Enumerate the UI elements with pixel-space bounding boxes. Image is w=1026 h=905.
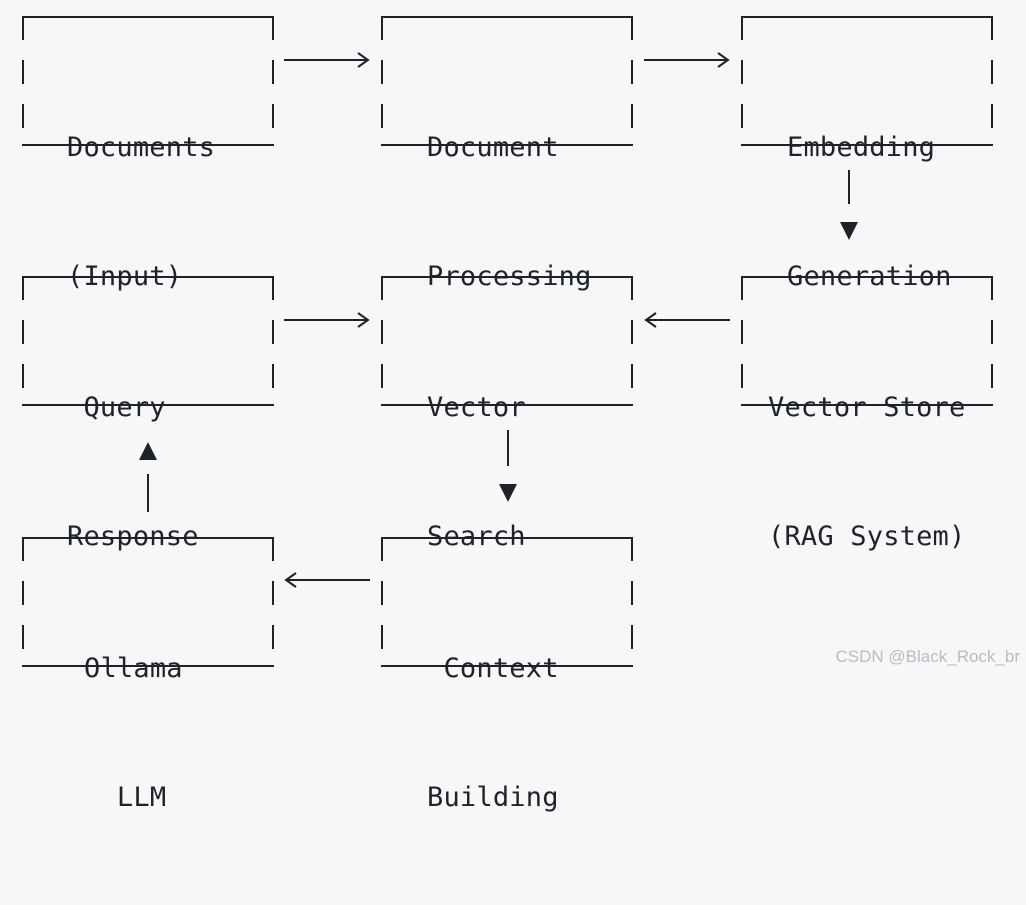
node-label: Query Response xyxy=(67,300,319,644)
node-context-building: Context Building xyxy=(381,537,633,813)
node-vector-store: Vector Store (RAG System) xyxy=(741,276,993,552)
node-frame xyxy=(381,537,633,667)
node-frame xyxy=(22,276,274,406)
node-label-line-1: Vector Store xyxy=(768,392,966,423)
node-document-processing: Document Processing xyxy=(381,16,633,292)
node-label: Ollama LLM xyxy=(84,561,336,905)
node-frame xyxy=(22,537,274,667)
node-frame xyxy=(22,16,274,146)
node-query-response: Query Response xyxy=(22,276,274,552)
node-label: Vector Search xyxy=(427,300,679,644)
node-frame xyxy=(741,276,993,406)
node-label-line-2: Building xyxy=(427,782,559,813)
node-label-line-2: (RAG System) xyxy=(768,521,966,552)
node-label: Context Building xyxy=(427,561,679,905)
node-label-line-1: Ollama xyxy=(84,653,183,684)
node-label-line-1: Documents xyxy=(67,132,216,163)
node-frame xyxy=(381,16,633,146)
node-label-line-1: Query xyxy=(67,392,166,423)
node-ollama-llm: Ollama LLM xyxy=(22,537,274,813)
node-label-line-1: Embedding xyxy=(787,132,936,163)
node-label-line-2: Response xyxy=(67,521,199,552)
node-label-line-1: Vector xyxy=(427,392,526,423)
watermark-text: CSDN @Black_Rock_br xyxy=(835,647,1020,666)
node-frame xyxy=(381,276,633,406)
node-documents-input: Documents (Input) xyxy=(22,16,274,292)
node-label-line-1: Document xyxy=(427,132,559,163)
node-frame xyxy=(741,16,993,146)
node-label-line-2: Search xyxy=(427,521,526,552)
node-label-line-2: LLM xyxy=(84,782,167,813)
diagram-canvas: Documents (Input) Document Processing Em… xyxy=(22,16,1020,813)
node-vector-search: Vector Search xyxy=(381,276,633,552)
node-label: Vector Store (RAG System) xyxy=(768,300,1020,644)
node-embedding-generation: Embedding Generation xyxy=(741,16,993,292)
node-label-line-1: Context xyxy=(427,653,559,684)
